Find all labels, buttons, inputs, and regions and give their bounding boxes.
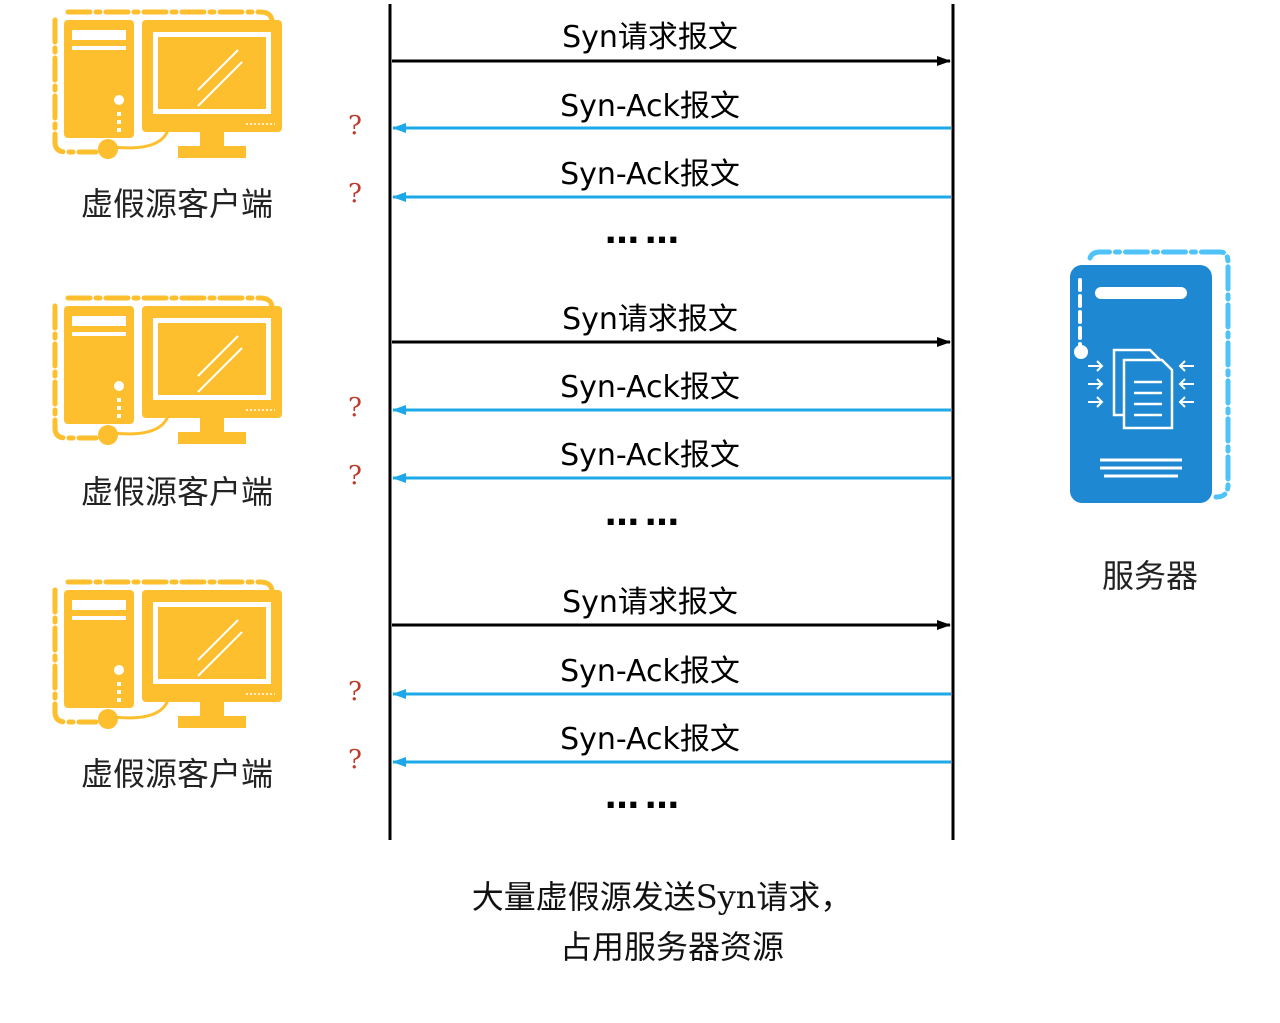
unanswered-mark: ? [348, 111, 362, 141]
ellipsis: …… [605, 777, 685, 817]
ellipsis: …… [605, 212, 685, 252]
ellipsis: …… [605, 494, 685, 534]
unanswered-mark: ? [348, 677, 362, 707]
message-label: Syn请求报文 [562, 585, 738, 620]
message-label: Syn-Ack报文 [560, 722, 740, 757]
message-label: Syn-Ack报文 [560, 438, 740, 473]
unanswered-mark: ? [348, 179, 362, 209]
server-label: 服务器 [1102, 557, 1198, 595]
message-label: Syn-Ack报文 [560, 654, 740, 689]
client-label: 虚假源客户端 [81, 185, 273, 223]
computer-icon [55, 298, 282, 445]
client-label: 虚假源客户端 [81, 473, 273, 511]
server-icon [1070, 249, 1231, 503]
unanswered-mark: ? [348, 745, 362, 775]
client-group-1: 虚假源客户端 Syn请求报文 Syn-Ack报文 ? Syn-Ack报文 ? …… [55, 12, 951, 252]
computer-icon [55, 582, 282, 729]
message-label: Syn-Ack报文 [560, 157, 740, 192]
message-label: Syn-Ack报文 [560, 89, 740, 124]
unanswered-mark: ? [348, 461, 362, 491]
client-group-3: 虚假源客户端 Syn请求报文 Syn-Ack报文 ? Syn-Ack报文 ? …… [55, 582, 951, 817]
message-label: Syn-Ack报文 [560, 370, 740, 405]
caption-line-2: 占用服务器资源 [560, 928, 784, 966]
computer-icon [55, 12, 282, 159]
caption-line-1: 大量虚假源发送Syn请求， [472, 878, 853, 916]
message-label: Syn请求报文 [562, 20, 738, 55]
message-label: Syn请求报文 [562, 302, 738, 337]
client-group-2: 虚假源客户端 Syn请求报文 Syn-Ack报文 ? Syn-Ack报文 ? …… [55, 298, 951, 534]
client-label: 虚假源客户端 [81, 755, 273, 793]
unanswered-mark: ? [348, 393, 362, 423]
